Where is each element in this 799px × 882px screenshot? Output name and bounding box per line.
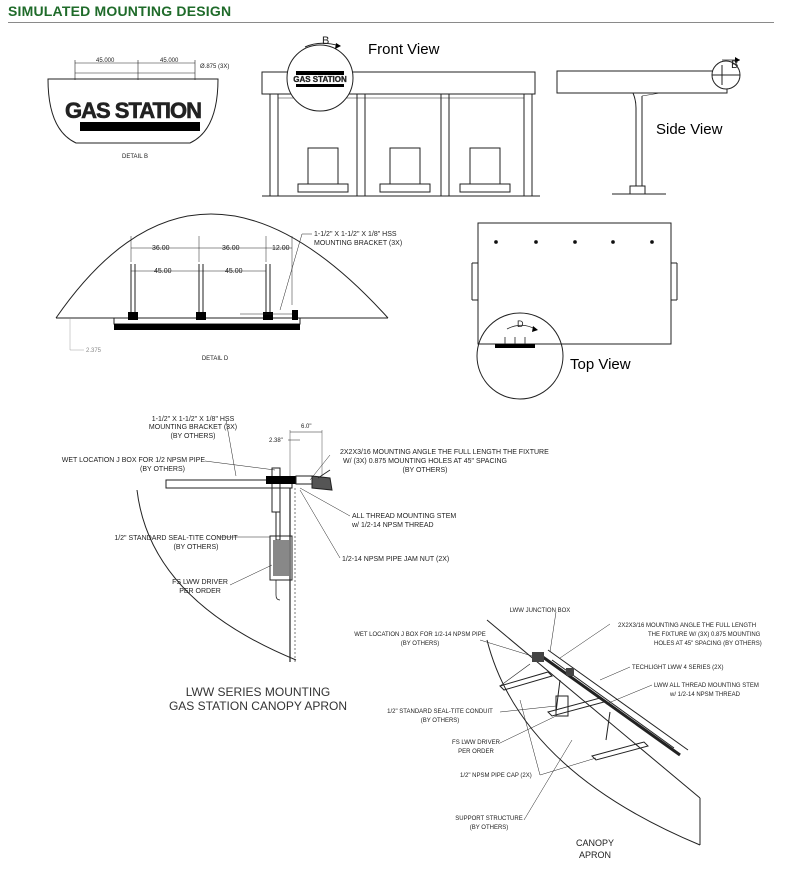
section-jbox-2: (BY OTHERS) — [140, 466, 185, 473]
section-conduit-2: (BY OTHERS) — [174, 544, 219, 551]
section-angle-1: 2X2X3/16 MOUNTING ANGLE THE FULL LENGTH … — [340, 449, 549, 456]
section-angle-2: W/ (3X) 0.875 MOUNTING HOLES AT 45" SPAC… — [343, 458, 507, 465]
detail-b-dim-left: 45.000 — [96, 58, 115, 64]
front-view-sign-text: GAS STATION — [293, 75, 347, 84]
detail-b-led-bar — [80, 122, 200, 131]
front-view: GAS STATION B Front View — [261, 35, 540, 197]
section-jamnut: 1/2-14 NPSM PIPE JAM NUT (2X) — [342, 556, 449, 563]
front-view-label: Front View — [368, 41, 440, 58]
section-stem-2: w/ 1/2-14 NPSM THREAD — [351, 522, 434, 529]
iso-stem-2: w/ 1/2-14 NPSM THREAD — [669, 692, 741, 698]
iso-jbox-2: (BY OTHERS) — [401, 641, 440, 647]
iso-apron-1: CANOPY — [576, 838, 614, 848]
section-dim-238: 2.38" — [269, 438, 283, 444]
section-bracket-1: 1-1/2" X 1-1/2" X 1/8" HSS — [152, 416, 235, 423]
iso-apron-2: APRON — [579, 850, 611, 860]
section-view: 1-1/2" X 1-1/2" X 1/8" HSS MOUNTING BRAC… — [62, 416, 549, 713]
section-bracket-2: MOUNTING BRACKET (3X) — [149, 424, 237, 431]
section-stem-1: ALL THREAD MOUNTING STEM — [352, 513, 456, 520]
iso-stem-1: LWW ALL THREAD MOUNTING STEM — [654, 683, 759, 689]
iso-angle-1: 2X2X3/16 MOUNTING ANGLE THE FULL LENGTH — [618, 623, 756, 629]
iso-angle-2: THE FIXTURE W/ (3X) 0.875 MOUNTING — [648, 632, 761, 638]
detail-b-sign-text: GAS STATION — [65, 98, 201, 123]
iso-conduit-1: 1/2" STANDARD SEAL-TITE CONDUIT — [387, 709, 493, 715]
page-title: SIMULATED MOUNTING DESIGN — [8, 3, 232, 19]
iso-cap: 1/2" NPSM PIPE CAP (2X) — [460, 773, 532, 779]
detail-b: 45.000 45.000 Ø.875 (3X) GAS STATION DET… — [47, 58, 229, 160]
section-bracket-3: (BY OTHERS) — [171, 433, 216, 440]
detail-d-dim-top-3: 12.00 — [272, 245, 290, 252]
detail-d-dim-top-2: 36.00 — [222, 245, 240, 252]
isometric-view: LWW JUNCTION BOX 2X2X3/16 MOUNTING ANGLE… — [354, 608, 761, 860]
iso-driver-2: PER ORDER — [458, 749, 494, 755]
iso-techlight: TECHLIGHT LWW 4 SERIES (2X) — [632, 665, 723, 671]
iso-driver-1: FS LWW DRIVER — [452, 740, 501, 746]
detail-b-hole-note: Ø.875 (3X) — [200, 64, 229, 70]
top-view-callout: D — [517, 319, 524, 329]
detail-d-label: DETAIL D — [202, 356, 229, 362]
section-title-1: LWW SERIES MOUNTING — [186, 685, 330, 699]
detail-b-label: DETAIL B — [122, 154, 148, 160]
top-view: D Top View — [471, 222, 678, 400]
detail-d-dim-mid-2: 45.00 — [225, 268, 243, 275]
iso-angle-3: HOLES AT 45" SPACING (BY OTHERS) — [654, 641, 762, 647]
detail-d-dim-top-1: 36.00 — [152, 245, 170, 252]
iso-junction: LWW JUNCTION BOX — [510, 608, 571, 614]
detail-d-dim-mid-1: 45.00 — [154, 268, 172, 275]
iso-jbox-1: WET LOCATION J BOX FOR 1/2-14 NPSM PIPE — [354, 632, 485, 638]
front-view-callout: B — [322, 35, 329, 47]
top-view-label: Top View — [570, 356, 631, 373]
section-driver-2: PER ORDER — [179, 588, 221, 595]
detail-d: 36.00 36.00 12.00 45.00 45.00 1-1/2" X 1… — [55, 213, 402, 362]
section-title-2: GAS STATION CANOPY APRON — [169, 699, 347, 713]
section-driver-1: FS LWW DRIVER — [172, 579, 228, 586]
iso-conduit-2: (BY OTHERS) — [421, 718, 460, 724]
side-view-callout: B — [731, 59, 738, 71]
detail-b-dim-right: 45.000 — [160, 58, 179, 64]
section-dim-6: 6.0" — [301, 424, 311, 430]
iso-support-1: SUPPORT STRUCTURE — [455, 816, 522, 822]
detail-d-dim-side: 2.375 — [86, 348, 102, 354]
header-divider — [8, 22, 774, 23]
side-view-label: Side View — [656, 121, 723, 138]
detail-d-bracket-note-1: 1-1/2" X 1-1/2" X 1/8" HSS — [314, 231, 397, 238]
iso-support-2: (BY OTHERS) — [470, 825, 509, 831]
side-view: B Side View — [556, 57, 741, 195]
detail-d-bracket-note-2: MOUNTING BRACKET (3X) — [314, 240, 402, 247]
section-angle-3: (BY OTHERS) — [403, 467, 448, 474]
section-conduit-1: 1/2" STANDARD SEAL-TITE CONDUIT — [114, 535, 238, 542]
section-jbox-1: WET LOCATION J BOX FOR 1/2 NPSM PIPE — [62, 457, 206, 464]
